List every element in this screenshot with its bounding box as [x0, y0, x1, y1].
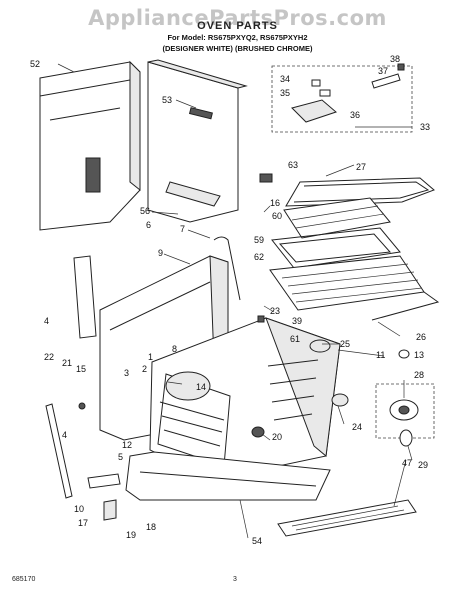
callout-20: 20: [272, 432, 282, 442]
callout-54: 54: [252, 536, 262, 546]
left-trim-strip: [73, 255, 97, 339]
callout-62: 62: [254, 252, 264, 262]
callout-4-lower: 4: [62, 430, 67, 440]
latch-inset-box: [271, 63, 413, 133]
callout-19: 19: [126, 530, 136, 540]
watermark: AppliancePartsPros.com: [88, 6, 387, 30]
callout-1: 1: [148, 352, 153, 362]
callout-10: 10: [74, 504, 84, 514]
selector-switch-part: [331, 383, 435, 447]
callout-7: 7: [180, 224, 185, 234]
model-line: For Model: RS675PXYQ2, RS675PXYH2: [167, 33, 308, 42]
callout-15: 15: [76, 364, 86, 374]
broil-element-part: [271, 227, 401, 269]
oven-rack-lower: [269, 255, 440, 321]
callout-16: 16: [270, 198, 280, 208]
callout-60: 60: [272, 211, 282, 221]
rear-panel-part: [39, 60, 141, 231]
door-hinge-part: [45, 403, 121, 521]
callout-35: 35: [280, 88, 290, 98]
diagram-title: OVEN PARTS: [197, 20, 278, 32]
callout-63: 63: [288, 160, 298, 170]
leader-lines: [57, 63, 413, 539]
callout-14: 14: [196, 382, 206, 392]
callout-4-upper: 4: [44, 316, 49, 326]
small-hardware-parts: [78, 173, 410, 410]
callout-36: 36: [350, 110, 360, 120]
oven-rack-upper: [283, 197, 391, 239]
footer-code: 685170: [12, 576, 36, 583]
callout-12: 12: [122, 440, 132, 450]
callout-27: 27: [356, 162, 366, 172]
color-line: (DESIGNER WHITE) (BRUSHED CHROME): [162, 44, 313, 53]
callout-59: 59: [254, 235, 264, 245]
callout-labels: 52 53 38 37 34 35 36 33 63 27 16 60 59 6…: [30, 54, 430, 546]
callout-2: 2: [142, 364, 147, 374]
callout-29: 29: [418, 460, 428, 470]
callout-39: 39: [292, 316, 302, 326]
callout-33: 33: [420, 122, 430, 132]
callout-8: 8: [172, 344, 177, 354]
oven-liner-part: [149, 317, 341, 481]
callout-22: 22: [44, 352, 54, 362]
callout-52: 52: [30, 59, 40, 69]
side-panel-part: [147, 59, 248, 223]
callout-53: 53: [162, 95, 172, 105]
callout-21: 21: [62, 358, 72, 368]
callout-34: 34: [280, 74, 290, 84]
callout-56: 56: [140, 206, 150, 216]
bottom-skirt-part: [125, 451, 331, 501]
callout-13: 13: [414, 350, 424, 360]
callout-47: 47: [402, 458, 412, 468]
callout-25: 25: [340, 339, 350, 349]
footer-page-number: 3: [233, 576, 237, 583]
callout-11: 11: [376, 350, 385, 360]
callout-6: 6: [146, 220, 151, 230]
callout-37: 37: [378, 66, 388, 76]
callout-38: 38: [390, 54, 400, 64]
callout-23: 23: [270, 306, 280, 316]
callout-3: 3: [124, 368, 129, 378]
callout-28: 28: [414, 370, 424, 380]
callout-17: 17: [78, 518, 88, 528]
callout-18: 18: [146, 522, 156, 532]
callout-9: 9: [158, 248, 163, 258]
callout-24: 24: [352, 422, 362, 432]
callout-26: 26: [416, 332, 426, 342]
callout-5: 5: [118, 452, 123, 462]
callout-61: 61: [290, 334, 300, 344]
vent-grille-part: [277, 499, 417, 537]
